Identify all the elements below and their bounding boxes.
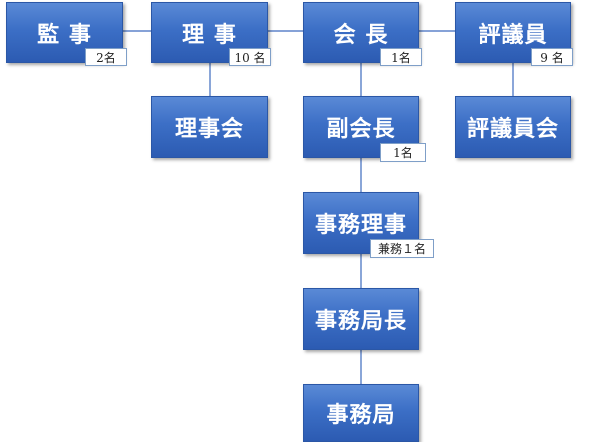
node-kaicho-label: 会 長 [333,21,389,48]
badge-hyogiin-count: 9 名 [531,48,573,66]
node-hyogiin[interactable]: 評議員 [455,2,571,63]
node-fukukaicho-label: 副会長 [326,116,396,142]
node-jimu-riji[interactable]: 事務理事 [303,192,419,254]
node-rijikai-label: 理事会 [174,116,244,142]
node-kanji-label: 監 事 [37,21,92,48]
badge-fukukaicho-count: 1名 [380,143,426,162]
node-jimukyoku[interactable]: 事務局 [303,384,419,442]
badge-kaicho-count: 1名 [380,48,422,66]
node-riji[interactable]: 理 事 [151,2,268,63]
node-jimu-riji-label: 事務理事 [314,212,407,238]
badge-kanji-count: 2名 [85,48,127,66]
badge-jimu-riji-count: 兼務１名 [370,239,434,258]
node-rijikai[interactable]: 理事会 [151,96,268,158]
node-riji-label: 理 事 [182,21,237,48]
badge-riji-count: 10 名 [229,48,271,66]
node-jimukyoku-label: 事務局 [326,402,396,428]
node-hyogiinkai-label: 評議員会 [466,116,559,142]
node-hyogiinkai[interactable]: 評議員会 [455,96,571,158]
node-jimukyokucho-label: 事務局長 [314,308,407,334]
node-jimukyokucho[interactable]: 事務局長 [303,288,419,350]
node-hyogiin-label: 評議員 [478,21,548,48]
